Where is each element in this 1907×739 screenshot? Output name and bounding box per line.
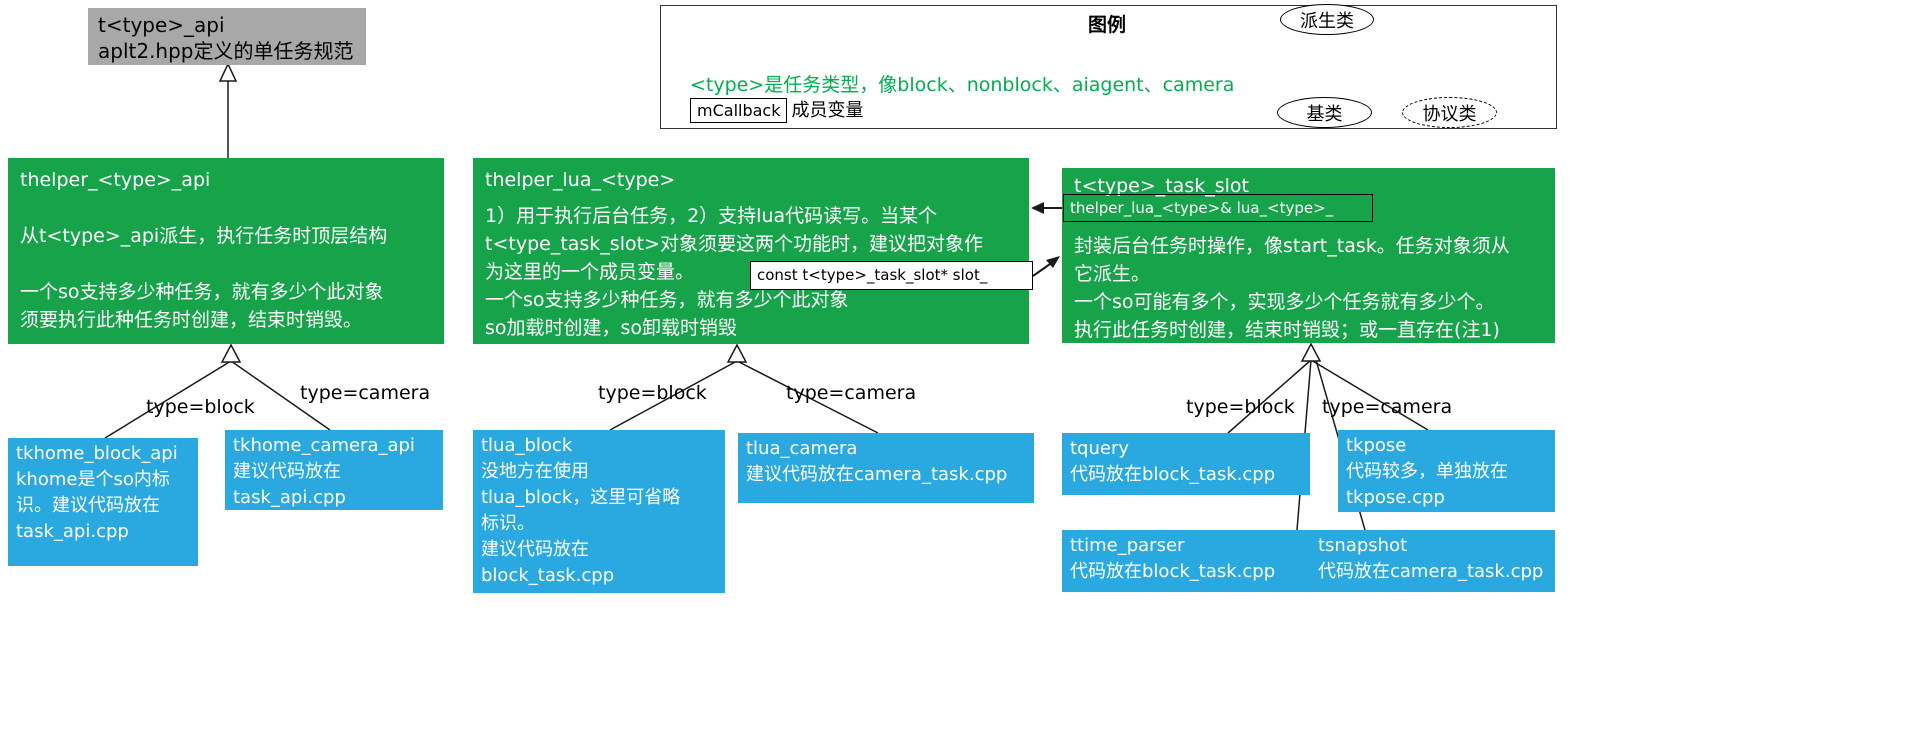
legend-type-note: <type>是任务类型，像block、nonblock、aiagent、came… xyxy=(690,74,1235,96)
impl-title: ttime_parser xyxy=(1070,535,1185,556)
inheritance-arrow-helper-to-spec xyxy=(218,62,238,158)
impl-title: tkpose xyxy=(1346,435,1407,456)
class-title-thelper-lua: thelper_lua_<type> xyxy=(485,169,676,191)
class-title-thelper-api: thelper_<type>_api xyxy=(20,169,211,191)
class-box-thelper-api: thelper_<type>_api 从t<type>_api派生，执行任务时顶… xyxy=(8,158,444,344)
class-box-tlua-block: tlua_block 没地方在使用 tlua_block，这里可省略 标识。 建… xyxy=(473,430,725,593)
class-box-tsnapshot: tsnapshot 代码放在camera_task.cpp xyxy=(1310,530,1555,592)
legend-base-class-ellipse: 基类 xyxy=(1277,97,1372,128)
edge-label-type-camera-middle: type=camera xyxy=(786,382,917,404)
association-arrow-lua-member xyxy=(1031,202,1063,214)
class-desc-thelper-api: 从t<type>_api派生，执行任务时顶层结构 一个so支持多少种任务，就有多… xyxy=(20,225,388,331)
legend-member-label: 成员变量 xyxy=(791,100,864,121)
spec-box: t<type>_api aplt2.hpp定义的单任务规范 xyxy=(88,8,366,65)
impl-desc: 代码放在camera_task.cpp xyxy=(1318,561,1544,582)
impl-title: tsnapshot xyxy=(1318,535,1408,556)
member-box-lua-reference: thelper_lua_<type>& lua_<type>_ xyxy=(1063,194,1373,222)
impl-desc: 代码较多，单独放在 tkpose.cpp xyxy=(1346,461,1508,508)
legend-protocol-class-ellipse: 协议类 xyxy=(1402,97,1497,128)
class-box-thelper-lua: thelper_lua_<type> 1）用于执行后台任务，2）支持lua代码读… xyxy=(473,158,1029,344)
member-box-slot-pointer: const t<type>_task_slot* slot_ xyxy=(750,261,1033,290)
edge-label-type-block-middle: type=block xyxy=(598,382,707,404)
legend-member-chip: mCallback xyxy=(690,98,788,123)
impl-desc: khome是个so内标 识。建议代码放在 task_api.cpp xyxy=(16,469,170,542)
edge-label-type-block-right: type=block xyxy=(1186,396,1295,418)
class-box-tkhome-block-api: tkhome_block_api khome是个so内标 识。建议代码放在 ta… xyxy=(8,438,198,566)
impl-title: tlua_camera xyxy=(746,438,858,459)
class-box-ttime-parser: ttime_parser 代码放在block_task.cpp xyxy=(1062,530,1310,592)
impl-title: tquery xyxy=(1070,438,1130,459)
impl-title: tkhome_block_api xyxy=(16,443,178,464)
association-arrow-slot-member xyxy=(1032,256,1060,277)
class-box-tkhome-camera-api: tkhome_camera_api 建议代码放在 task_api.cpp xyxy=(225,430,443,510)
impl-desc: 没地方在使用 tlua_block，这里可省略 标识。 建议代码放在 block… xyxy=(481,461,681,586)
inheritance-arrow-left-fan xyxy=(104,343,331,439)
impl-desc: 代码放在block_task.cpp xyxy=(1070,561,1276,582)
edge-label-type-camera-right: type=camera xyxy=(1322,396,1453,418)
class-box-tlua-camera: tlua_camera 建议代码放在camera_task.cpp xyxy=(738,433,1034,503)
impl-title: tlua_block xyxy=(481,435,573,456)
impl-desc: 建议代码放在 task_api.cpp xyxy=(233,461,346,508)
impl-title: tkhome_camera_api xyxy=(233,435,415,456)
impl-desc: 建议代码放在camera_task.cpp xyxy=(746,464,1008,485)
spec-box-desc: aplt2.hpp定义的单任务规范 xyxy=(98,39,354,63)
class-desc-task-slot: 封装后台任务时操作，像start_task。任务对象须从 它派生。 一个so可能… xyxy=(1074,235,1510,341)
class-box-tkpose: tkpose 代码较多，单独放在 tkpose.cpp xyxy=(1338,430,1555,512)
class-box-task-slot: t<type>_task_slot 封装后台任务时操作，像start_task。… xyxy=(1062,168,1555,343)
class-box-tquery: tquery 代码放在block_task.cpp xyxy=(1062,433,1310,495)
class-title-task-slot: t<type>_task_slot xyxy=(1074,175,1249,197)
spec-box-name: t<type>_api xyxy=(98,13,225,37)
edge-label-type-camera-left: type=camera xyxy=(300,382,431,404)
legend-title: 图例 xyxy=(1088,14,1127,36)
class-desc-thelper-lua: 1）用于执行后台任务，2）支持lua代码读写。当某个 t<type_task_s… xyxy=(485,205,983,339)
impl-desc: 代码放在block_task.cpp xyxy=(1070,464,1276,485)
edge-label-type-block-left: type=block xyxy=(146,396,255,418)
legend-derived-class-ellipse: 派生类 xyxy=(1280,4,1374,35)
